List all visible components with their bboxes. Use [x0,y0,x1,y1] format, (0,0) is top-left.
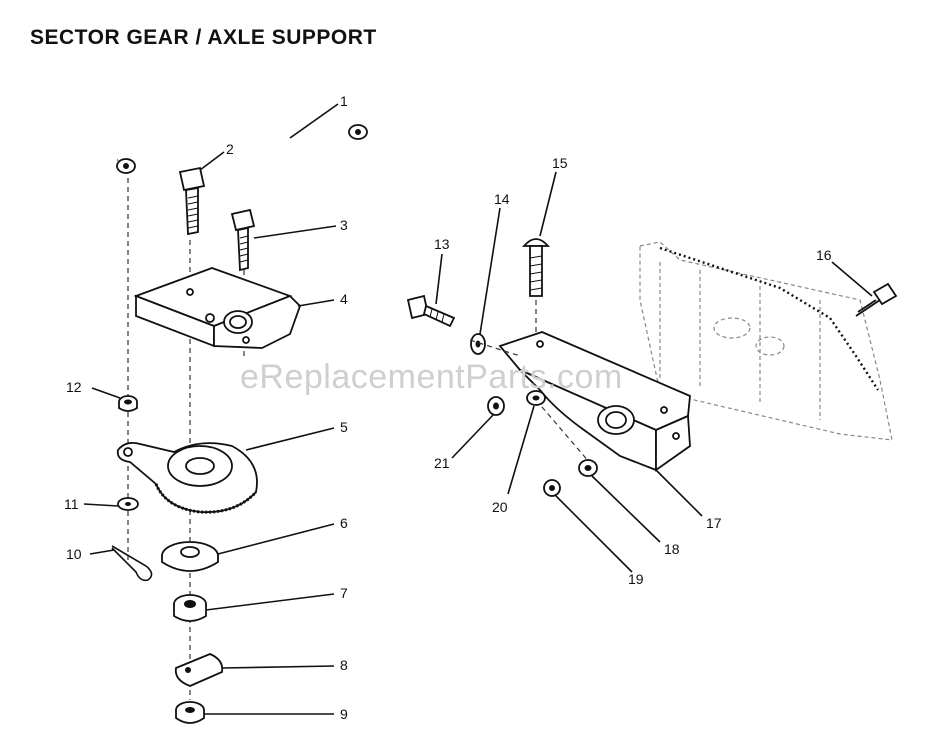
callout-14: 14 [494,191,510,207]
leader-17 [655,469,703,517]
callout-4: 4 [340,291,348,307]
hex-bolt [178,166,206,236]
leader-6 [217,523,335,555]
leader-3 [253,225,337,239]
leader-13 [435,253,443,305]
leader-7 [205,593,335,611]
leader-21 [451,413,495,459]
sector-mounting-bracket [133,267,302,349]
callout-5: 5 [340,419,348,435]
flat-washer-small [117,497,139,511]
leader-14 [479,207,501,335]
callout-7: 7 [340,585,348,601]
washer-axle [543,479,561,497]
spacer-disc [161,541,219,572]
sector-gear [116,441,258,514]
callout-8: 8 [340,657,348,673]
hex-nut-large [173,594,207,622]
leader-16 [831,261,873,297]
axle-washer [470,333,486,355]
leader-18 [591,475,661,543]
callout-21: 21 [434,455,450,471]
callout-9: 9 [340,706,348,722]
callout-17: 17 [706,515,722,531]
leader-20 [507,405,535,495]
callout-2: 2 [226,141,234,157]
axle-support-bolt [406,294,456,328]
callout-12: 12 [66,379,82,395]
flange-nut [487,396,505,416]
callout-10: 10 [66,546,82,562]
callout-20: 20 [492,499,508,515]
frame-section [639,241,893,441]
leader-4 [297,299,335,307]
cotter-pin [111,545,153,582]
carriage-bolt [522,238,550,297]
leader-8 [221,665,335,669]
drag-link-rod [116,106,368,202]
leader-5 [245,427,335,451]
leader-11 [83,503,119,507]
callout-16: 16 [816,247,832,263]
leader-12 [91,387,121,399]
callout-11: 11 [64,496,79,512]
clip-plate [174,653,224,687]
axle-support [498,331,691,472]
callout-13: 13 [434,236,450,252]
callout-18: 18 [664,541,680,557]
leader-19 [555,495,633,573]
leader-2 [199,151,225,171]
lock-nut-axle [578,459,598,477]
leader-15 [539,171,557,237]
callout-6: 6 [340,515,348,531]
lock-nut [175,701,205,724]
callout-3: 3 [340,217,348,233]
diagram-title: SECTOR GEAR / AXLE SUPPORT [30,26,377,49]
callout-15: 15 [552,155,568,171]
leader-1 [289,103,339,139]
leader-10 [89,549,115,555]
hex-nut-small [118,395,138,412]
callout-19: 19 [628,571,644,587]
callout-1: 1 [340,93,348,109]
hex-flange-bolt [230,208,256,272]
axle-nut [526,390,546,406]
frame-bolt [855,282,898,317]
washer-axis [535,399,597,471]
